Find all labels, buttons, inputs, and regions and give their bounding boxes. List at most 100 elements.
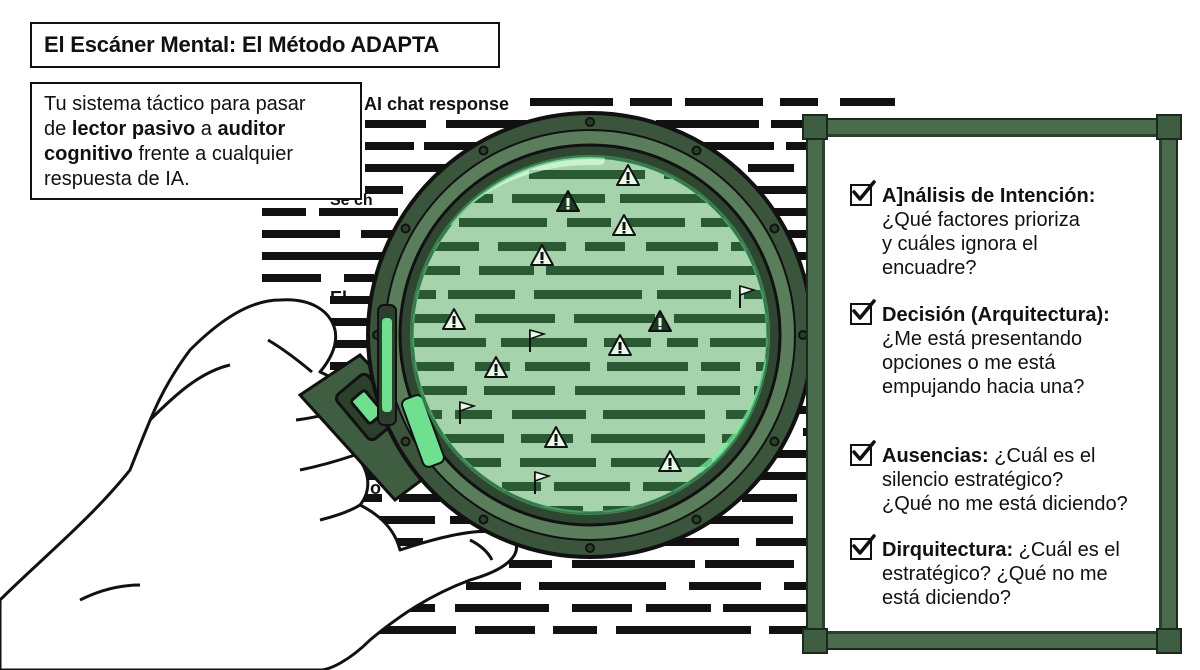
checklist-item-line: opciones o me está <box>882 352 1056 374</box>
redaction-bar <box>616 626 751 634</box>
redaction-bar <box>262 230 340 238</box>
page-title: El Escáner Mental: El Método ADAPTA <box>44 32 440 57</box>
redaction-bar <box>427 560 499 568</box>
redaction-bar <box>784 582 820 590</box>
redaction-bar <box>646 604 711 612</box>
redaction-bar <box>603 538 639 546</box>
checklist-panel: A]nálisis de Intención: ¿Qué factores pr… <box>802 114 1182 654</box>
checkbox-checked-icon <box>850 180 876 206</box>
redaction-bar <box>748 164 794 172</box>
redaction-bar <box>330 472 457 480</box>
redaction-bar <box>340 516 435 524</box>
redaction-bar <box>527 472 608 480</box>
redaction-bar <box>340 604 379 612</box>
redaction-bar <box>319 208 398 216</box>
redaction-bar <box>365 142 414 150</box>
checklist-item-line: ¿Cuál es el <box>1013 539 1120 561</box>
redaction-bar <box>365 120 426 128</box>
redaction-bar <box>475 626 535 634</box>
redaction-bar <box>330 362 412 370</box>
redaction-bar <box>840 98 895 106</box>
redaction-bar <box>645 252 710 260</box>
checklist-item-line: está diciendo? <box>882 587 1011 609</box>
checklist-item-heading: Ausencias: <box>882 445 989 467</box>
redaction-bar <box>576 362 643 370</box>
intro-text-box: Tu sistema táctico para pasar de lector … <box>30 82 362 200</box>
checklist-item-intention: A]nálisis de Intención: ¿Qué factores pr… <box>850 180 1150 280</box>
checklist-item-line: encuadre? <box>882 257 977 279</box>
redaction-bar <box>330 428 414 436</box>
redaction-bar <box>545 252 635 260</box>
redaction-bar <box>515 296 622 304</box>
redaction-bar <box>530 98 613 106</box>
redaction-bar <box>725 252 778 260</box>
redaction-bar <box>262 208 306 216</box>
panel-corner <box>802 628 828 654</box>
redaction-bar <box>459 208 563 216</box>
redaction-bar <box>656 120 759 128</box>
redaction-bar <box>340 560 414 568</box>
redaction-bar <box>553 626 597 634</box>
redaction-bar <box>409 208 444 216</box>
checklist-item-absences: Ausencias: ¿Cuál es el silencio estratég… <box>850 440 1150 516</box>
redaction-bar <box>450 516 571 524</box>
intro-line-2: de lector pasivo a auditor <box>44 117 348 142</box>
redaction-bar <box>456 230 515 238</box>
document-fragment: El <box>330 288 348 308</box>
redaction-bar <box>631 472 733 480</box>
redaction-bar <box>572 604 632 612</box>
redaction-bar <box>330 406 373 414</box>
redaction-bar <box>571 428 660 436</box>
checklist-item-text: A]nálisis de Intención: ¿Qué factores pr… <box>882 184 1150 280</box>
checklist-item-line: empujando hacia una? <box>882 376 1085 398</box>
redaction-bar <box>673 494 723 502</box>
redaction-bar <box>381 340 436 348</box>
checkbox-checked-icon <box>850 440 876 466</box>
checklist-item-decision: Decisión (Arquitectura): ¿Me está presen… <box>850 299 1150 399</box>
redaction-bar <box>554 384 632 392</box>
redaction-bar <box>742 494 797 502</box>
redaction-bar <box>689 582 761 590</box>
redaction-bar <box>600 450 712 458</box>
checklist-item-architecture: Dirquitectura: ¿Cuál es el estratégico? … <box>850 534 1150 610</box>
redaction-bar <box>597 186 693 194</box>
intro-line-3: cognitivo frente a cualquier <box>44 142 348 167</box>
redaction-bar <box>539 582 666 590</box>
redaction-bar <box>527 538 593 546</box>
redaction-bar <box>680 318 764 326</box>
redaction-bar <box>477 472 512 480</box>
redaction-bar <box>683 428 782 436</box>
redaction-bar <box>583 516 650 524</box>
redaction-bar <box>769 626 820 634</box>
redaction-bar <box>503 186 584 194</box>
redaction-bar <box>661 406 741 414</box>
checklist-item-line: ¿Me está presentando <box>882 328 1083 350</box>
redaction-bar <box>552 164 631 172</box>
redaction-bar <box>577 340 625 348</box>
redaction-bar <box>729 230 820 238</box>
document-fragment: o <box>370 478 381 498</box>
redaction-bar <box>399 494 463 502</box>
redaction-bar <box>330 450 467 458</box>
intro-line-1: Tu sistema táctico para pasar <box>44 93 306 115</box>
redaction-bar <box>425 186 481 194</box>
redaction-bar <box>395 406 497 414</box>
redaction-bar <box>528 230 639 238</box>
redaction-bar <box>388 318 426 326</box>
redaction-bar <box>582 208 717 216</box>
redaction-bar <box>723 604 820 612</box>
checklist-item-line: estratégico? ¿Qué no me <box>882 563 1108 585</box>
intro-emphasis-passive: lector pasivo <box>71 118 196 140</box>
redaction-bar <box>659 538 739 546</box>
redaction-bar <box>365 164 468 172</box>
redaction-bar <box>390 384 429 392</box>
redaction-bar <box>644 164 734 172</box>
intro-emphasis-auditor: auditor <box>217 118 286 140</box>
checklist-item-line: y cuáles ignora el <box>882 233 1038 255</box>
checklist-item-line: ¿Qué no me está diciendo? <box>882 493 1128 515</box>
checklist-item-line: silencio estratégico? <box>882 469 1064 491</box>
redaction-bar <box>481 164 529 172</box>
panel-corner <box>802 114 828 140</box>
checklist-item-text: Decisión (Arquitectura): ¿Me está presen… <box>882 303 1150 399</box>
checklist-item-heading: Dirquitectura: <box>882 539 1014 561</box>
